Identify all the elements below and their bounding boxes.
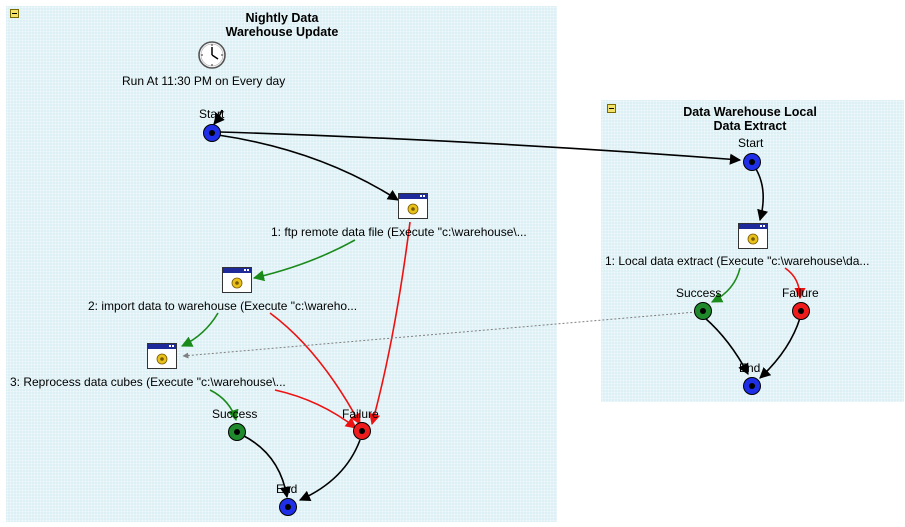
end-label: End	[276, 482, 298, 496]
failure-label: Failure	[782, 286, 819, 300]
task-label[interactable]: 1: ftp remote data file (Execute "c:\war…	[271, 225, 527, 239]
success-node[interactable]	[694, 302, 712, 320]
success-label: Success	[676, 286, 722, 300]
group-title: Data Warehouse Local Data Extract	[683, 105, 817, 133]
failure-label: Failure	[342, 407, 379, 421]
success-label: Success	[212, 407, 258, 421]
start-label: Start	[199, 107, 225, 121]
task-window-gear-icon[interactable]	[147, 343, 177, 369]
start-node[interactable]	[203, 124, 221, 142]
failure-node[interactable]	[792, 302, 810, 320]
end-label: End	[739, 361, 761, 375]
task-label[interactable]: 1: Local data extract (Execute "c:\wareh…	[605, 254, 870, 268]
end-node[interactable]	[743, 377, 761, 395]
clock-icon[interactable]	[197, 40, 227, 70]
collapse-toggle-icon[interactable]	[10, 9, 19, 18]
task-window-gear-icon[interactable]	[222, 267, 252, 293]
success-node[interactable]	[228, 423, 246, 441]
task-label[interactable]: 3: Reprocess data cubes (Execute "c:\war…	[10, 375, 286, 389]
failure-node[interactable]	[353, 422, 371, 440]
task-window-gear-icon[interactable]	[738, 223, 768, 249]
group-title: Nightly Data Warehouse Update	[225, 11, 339, 39]
schedule-label: Run At 11:30 PM on Every day	[122, 74, 286, 88]
task-label[interactable]: 2: import data to warehouse (Execute "c:…	[88, 299, 358, 313]
start-label: Start	[738, 136, 764, 150]
task-window-gear-icon[interactable]	[398, 193, 428, 219]
end-node[interactable]	[279, 498, 297, 516]
start-node[interactable]	[743, 153, 761, 171]
collapse-toggle-icon[interactable]	[607, 104, 616, 113]
